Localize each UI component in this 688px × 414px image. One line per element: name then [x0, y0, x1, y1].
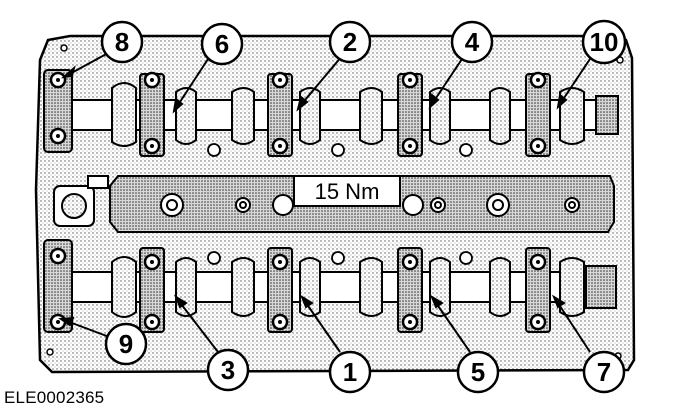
bolt-centers [56, 78, 540, 324]
callout-1: 1 [343, 357, 357, 387]
figure-reference-code: ELE0002365 [4, 388, 105, 407]
journal-bolts [207, 143, 473, 265]
front-end-caps [43, 69, 109, 333]
callout-numbers: 8 6 2 4 10 9 3 1 5 7 [115, 27, 619, 387]
callout-7: 7 [597, 357, 611, 387]
callout-circle-3 [206, 348, 250, 392]
callout-circle-7 [582, 350, 626, 394]
callout-circle-9 [104, 322, 148, 366]
callout-leaders [58, 51, 593, 353]
callout-circle-4 [450, 20, 494, 64]
callout-3: 3 [221, 355, 235, 385]
spark-plug-bores [160, 193, 580, 217]
callout-circle-8 [100, 20, 144, 64]
torque-label: 15 Nm [315, 179, 380, 204]
callout-8: 8 [115, 27, 129, 57]
lower-bearing-caps [139, 247, 551, 333]
callout-circle-2 [328, 20, 372, 64]
callout-9: 9 [119, 329, 133, 359]
callout-circle-5 [456, 350, 500, 394]
callout-2: 2 [343, 27, 357, 57]
callout-4: 4 [465, 27, 480, 57]
callout-6: 6 [215, 29, 229, 59]
callout-circles [100, 19, 627, 394]
callout-5: 5 [471, 357, 485, 387]
callout-circle-10 [581, 19, 627, 65]
torque-label-box [293, 175, 401, 207]
callout-10: 10 [590, 27, 619, 57]
callout-circle-1 [328, 350, 372, 394]
callout-circle-6 [200, 22, 244, 66]
